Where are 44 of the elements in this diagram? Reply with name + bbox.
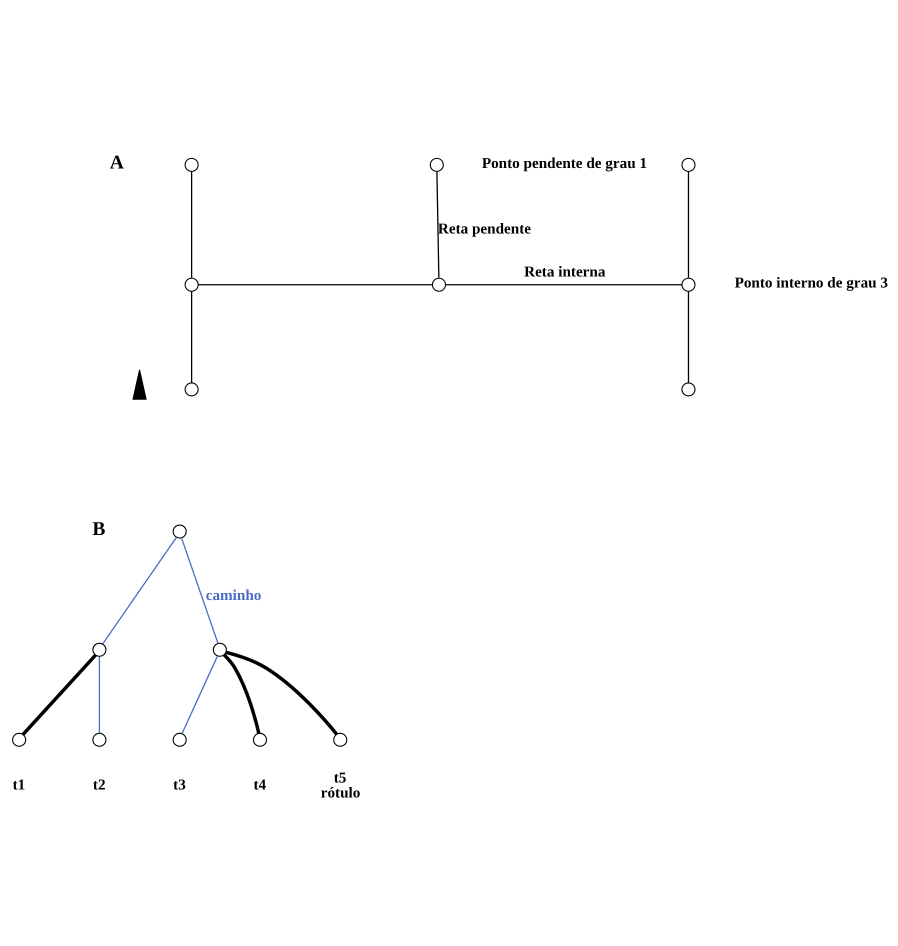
node-circle: [172, 732, 187, 746]
node-label: t5: [334, 768, 346, 786]
node-circle: [681, 277, 696, 292]
connector: [436, 171, 440, 278]
node-label: rótulo: [320, 784, 360, 802]
node-label: t1: [12, 776, 26, 793]
node-circle: [92, 732, 106, 746]
edge-label: caminho: [206, 586, 262, 604]
connector: [180, 537, 219, 644]
connector: [190, 171, 192, 278]
node-circle: [184, 277, 199, 292]
node-circle: [172, 524, 187, 538]
connector: [688, 290, 690, 382]
node-circle: [681, 382, 696, 396]
node-label: t2: [92, 776, 106, 793]
connector: [226, 650, 338, 735]
node-circle: [430, 157, 444, 172]
connector: [688, 171, 690, 278]
label: B: [92, 518, 106, 540]
connector: [446, 284, 682, 285]
node-circle: [333, 732, 348, 746]
connector: [102, 536, 177, 644]
connector: [22, 653, 97, 735]
node-circle: [184, 157, 199, 172]
node-label: t3: [173, 776, 186, 793]
node-circle: [212, 642, 227, 656]
connector: [190, 290, 192, 382]
node-label: Ponto interno de grau 3: [734, 274, 888, 292]
node-circle: [12, 732, 26, 746]
edge-label: Reta interna: [524, 262, 606, 280]
edge-label: Reta pendente: [438, 220, 532, 237]
node-arrow: [132, 368, 147, 400]
node-label: t4: [253, 776, 266, 793]
node-circle: [92, 642, 106, 656]
node-circle: [184, 382, 199, 396]
label: A: [110, 152, 124, 174]
node-circle: [252, 732, 268, 746]
connector: [181, 655, 218, 734]
connector: [222, 653, 260, 734]
connector: [198, 284, 432, 285]
node-circle: [432, 277, 446, 292]
node-circle: [681, 157, 696, 172]
node-label: Ponto pendente de grau 1: [482, 154, 648, 172]
connector: [98, 656, 100, 733]
